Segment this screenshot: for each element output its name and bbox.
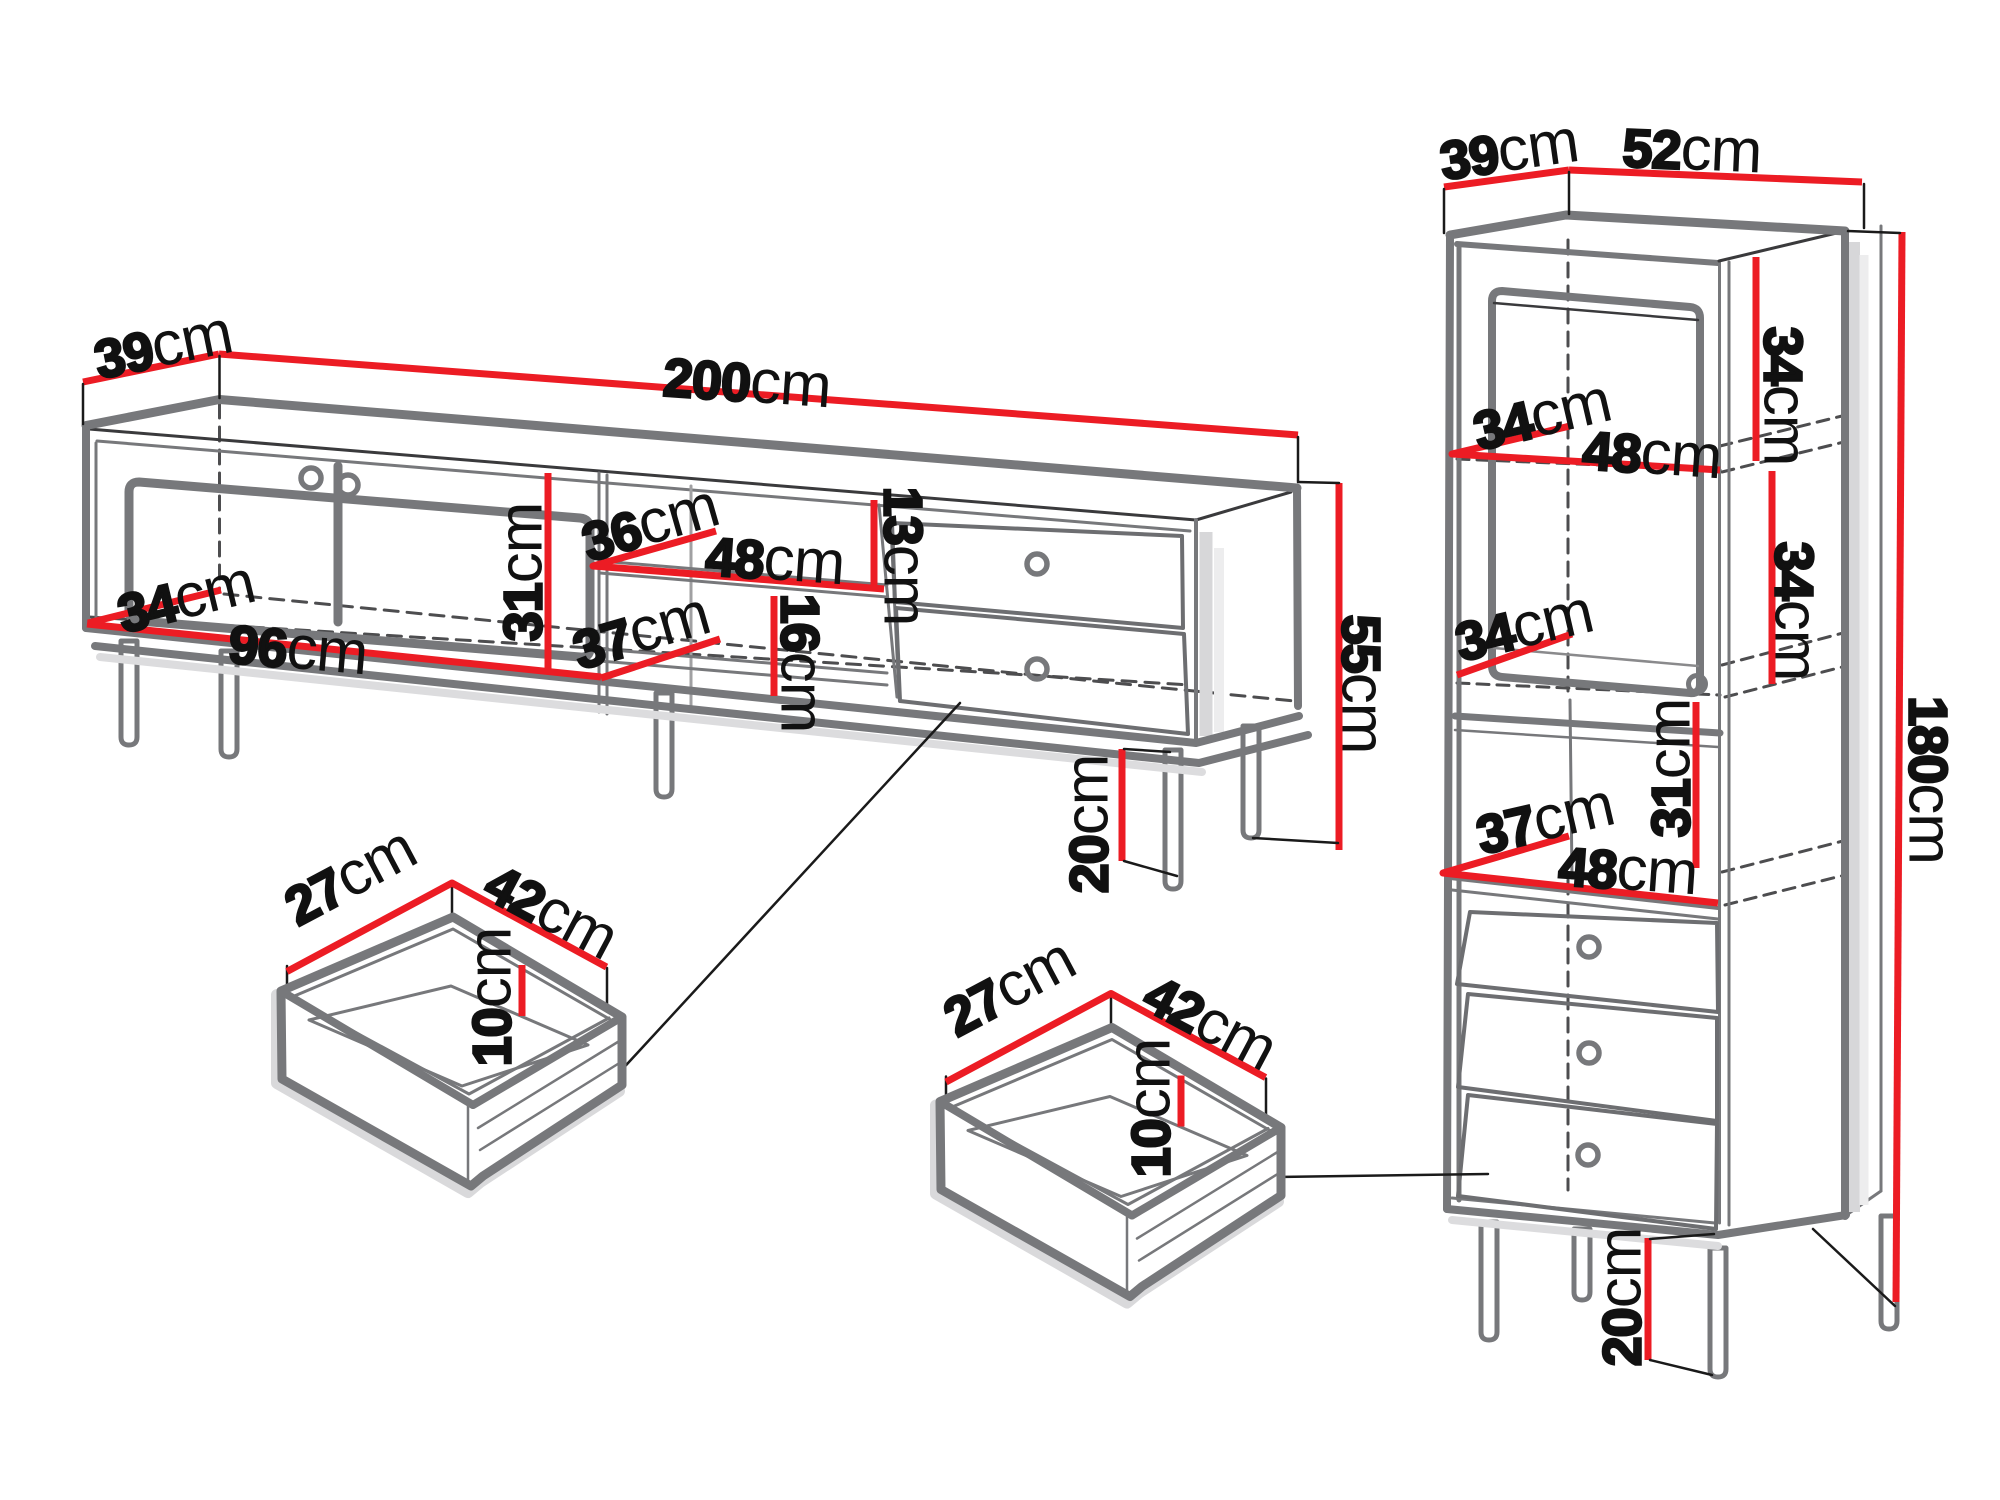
svg-text:180cm: 180cm <box>1896 696 1965 864</box>
svg-text:16cm: 16cm <box>768 594 837 733</box>
svg-text:200cm: 200cm <box>661 341 833 422</box>
svg-text:48cm: 48cm <box>1556 830 1699 909</box>
svg-text:10cm: 10cm <box>1114 1039 1183 1178</box>
svg-text:96cm: 96cm <box>226 608 370 689</box>
svg-text:34cm: 34cm <box>1448 577 1599 675</box>
svg-text:48cm: 48cm <box>703 520 846 599</box>
svg-text:13cm: 13cm <box>871 487 940 626</box>
svg-text:39cm: 39cm <box>1435 106 1582 194</box>
svg-text:20cm: 20cm <box>1052 755 1121 894</box>
svg-text:34cm: 34cm <box>1751 327 1820 466</box>
svg-text:20cm: 20cm <box>1585 1228 1654 1367</box>
svg-text:34cm: 34cm <box>1762 542 1831 681</box>
svg-text:31cm: 31cm <box>1634 699 1703 838</box>
svg-text:39cm: 39cm <box>88 297 238 392</box>
svg-text:10cm: 10cm <box>455 928 524 1067</box>
svg-text:48cm: 48cm <box>1580 414 1723 493</box>
svg-text:55cm: 55cm <box>1329 615 1398 754</box>
svg-text:31cm: 31cm <box>486 503 555 642</box>
svg-text:34cm: 34cm <box>1466 366 1617 464</box>
svg-text:52cm: 52cm <box>1621 111 1763 186</box>
